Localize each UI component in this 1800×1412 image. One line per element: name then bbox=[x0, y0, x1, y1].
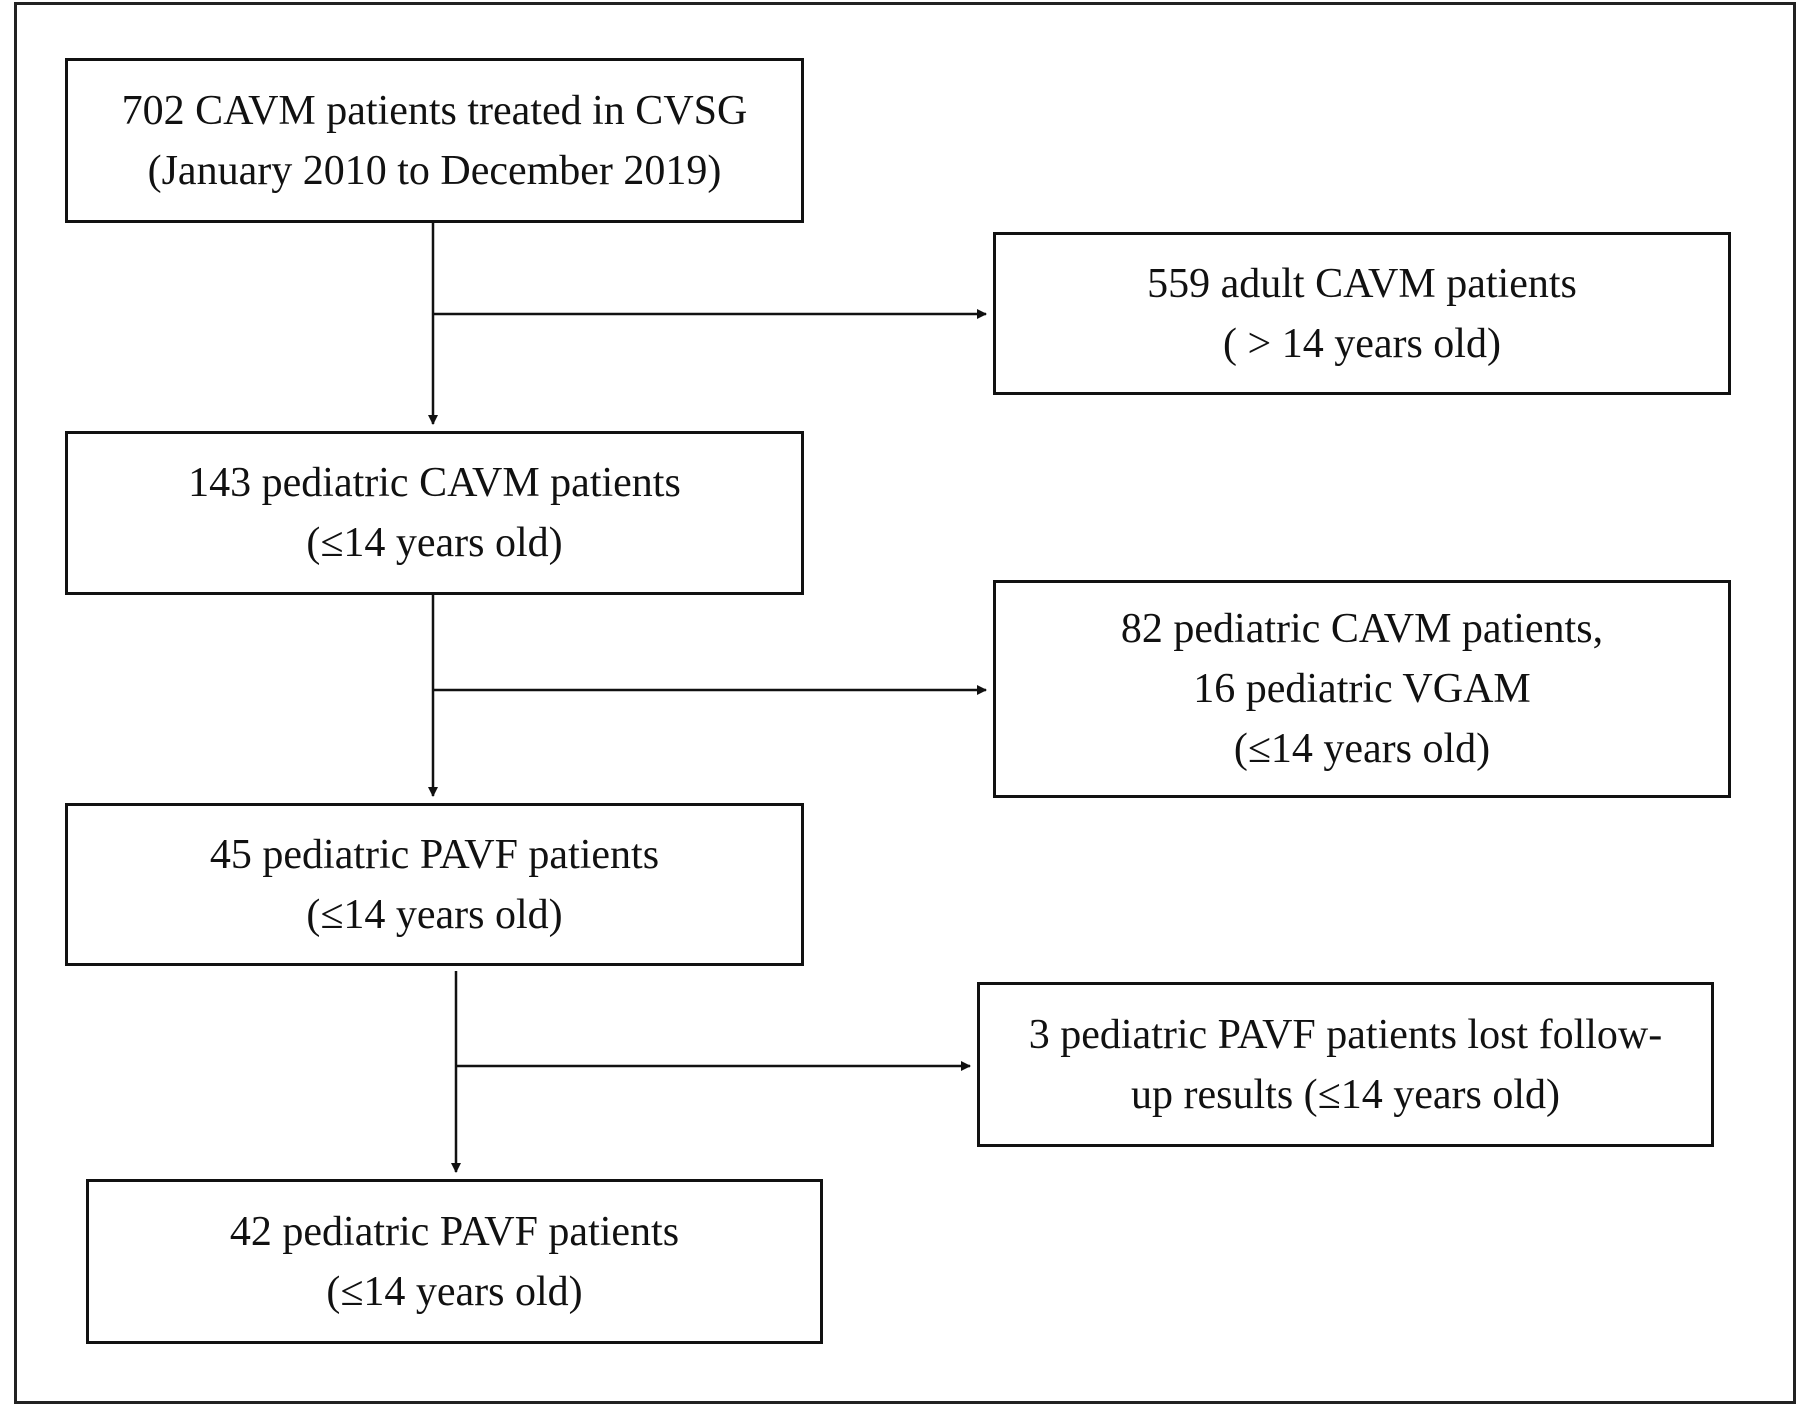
box-adult-line1: 559 adult CAVM patients bbox=[1147, 260, 1577, 307]
box-final-pavf: 42 pediatric PAVF patients (≤14 years ol… bbox=[86, 1179, 823, 1344]
box-final-line2: (≤14 years old) bbox=[326, 1268, 583, 1315]
box-final-line1: 42 pediatric PAVF patients bbox=[229, 1208, 680, 1255]
box-pavf-line2: (≤14 years old) bbox=[306, 891, 563, 938]
box-total-line1: 702 CAVM patients treated in CVSG bbox=[121, 87, 748, 134]
box-adult-line2: ( > 14 years old) bbox=[1223, 320, 1501, 367]
box-pediatric-pavf: 45 pediatric PAVF patients (≤14 years ol… bbox=[65, 803, 804, 966]
diagram-frame bbox=[14, 2, 1796, 1404]
box-lost-line1: 3 pediatric PAVF patients lost follow- bbox=[1028, 1011, 1663, 1058]
box-cavm-vgam-line1: 82 pediatric CAVM patients, bbox=[1120, 606, 1604, 652]
box-pediatric-line1: 143 pediatric CAVM patients bbox=[188, 460, 681, 506]
box-total-line2: (January 2010 to December 2019) bbox=[147, 147, 722, 194]
box-cavm-vgam-line3: (≤14 years old) bbox=[1233, 726, 1491, 772]
box-pediatric-cavm: 143 pediatric CAVM patients (≤14 years o… bbox=[65, 431, 804, 595]
box-adult-excluded: 559 adult CAVM patients ( > 14 years old… bbox=[993, 232, 1731, 395]
box-cavm-vgam-line2: 16 pediatric VGAM bbox=[1193, 666, 1531, 712]
box-cavm-vgam-excluded: 82 pediatric CAVM patients, 16 pediatric… bbox=[993, 580, 1731, 798]
box-lost-line2: up results (≤14 years old) bbox=[1131, 1071, 1560, 1118]
box-pediatric-line2: (≤14 years old) bbox=[306, 520, 563, 566]
box-pavf-line1: 45 pediatric PAVF patients bbox=[209, 831, 660, 878]
box-total-cavm-patients: 702 CAVM patients treated in CVSG (Janua… bbox=[65, 58, 804, 223]
box-lost-followup: 3 pediatric PAVF patients lost follow- u… bbox=[977, 982, 1714, 1147]
